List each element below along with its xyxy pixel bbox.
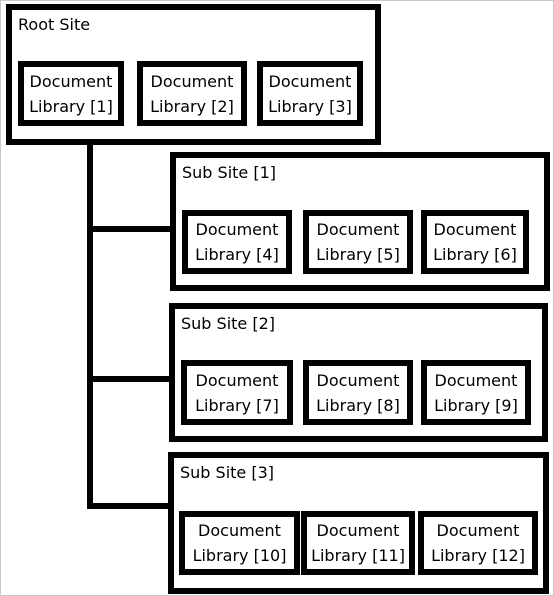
library-label-line2: Library [10]: [192, 546, 287, 565]
document-library-10: Document Library [10]: [179, 511, 300, 575]
subsite-1-title: Sub Site [1]: [182, 163, 277, 182]
library-label-line1: Document: [29, 71, 113, 91]
document-library-6: Document Library [6]: [421, 210, 529, 274]
library-label-line1: Document: [316, 521, 400, 540]
library-label-line2: Library [4]: [195, 245, 279, 264]
subsite-2-box: Sub Site [2] Document Library [7] Docume…: [169, 303, 548, 442]
library-label-line2: Library [6]: [433, 245, 517, 264]
document-library-4: Document Library [4]: [182, 210, 292, 274]
document-library-3: Document Library [3]: [257, 61, 363, 126]
subsite-3-title: Sub Site [3]: [180, 463, 275, 482]
document-library-1: Document Library [1]: [18, 61, 124, 126]
document-library-9: Document Library [9]: [421, 360, 531, 425]
connector-branch-subsite-2: [87, 376, 175, 382]
document-library-2: Document Library [2]: [137, 61, 247, 126]
library-label-line2: Library [9]: [434, 395, 518, 415]
subsite-3-box: Sub Site [3] Document Library [10] Docum…: [168, 452, 549, 594]
library-label-line1: Document: [198, 521, 281, 540]
root-site-title: Root Site: [18, 15, 91, 34]
subsite-2-title: Sub Site [2]: [181, 314, 276, 333]
library-label-line1: Document: [195, 370, 279, 390]
library-label-line2: Library [3]: [268, 96, 352, 116]
subsite-1-box: Sub Site [1] Document Library [4] Docume…: [170, 152, 550, 291]
connector-branch-subsite-1: [87, 226, 175, 232]
library-label-line2: Library [12]: [431, 546, 525, 565]
document-library-5: Document Library [5]: [303, 210, 413, 274]
library-label-line1: Document: [268, 71, 352, 91]
document-library-7: Document Library [7]: [181, 360, 293, 425]
library-label-line2: Library [2]: [150, 96, 234, 116]
library-label-line2: Library [5]: [316, 245, 400, 264]
root-site-box: Root Site Document Library [1] Document …: [6, 4, 381, 145]
library-label-line2: Library [7]: [195, 395, 279, 415]
library-label-line2: Library [8]: [316, 395, 400, 415]
document-library-8: Document Library [8]: [303, 360, 413, 425]
library-label-line2: Library [1]: [29, 96, 113, 116]
library-label-line1: Document: [150, 71, 234, 91]
library-label-line1: Document: [316, 370, 400, 390]
library-label-line1: Document: [316, 220, 400, 239]
library-label-line1: Document: [436, 521, 520, 540]
connector-branch-subsite-3: [87, 503, 175, 509]
library-label-line1: Document: [433, 220, 517, 239]
library-label-line1: Document: [434, 370, 518, 390]
connector-trunk: [87, 141, 93, 509]
library-label-line1: Document: [195, 220, 279, 239]
document-library-11: Document Library [11]: [301, 511, 415, 575]
library-label-line2: Library [11]: [311, 546, 405, 565]
document-library-12: Document Library [12]: [418, 511, 538, 575]
